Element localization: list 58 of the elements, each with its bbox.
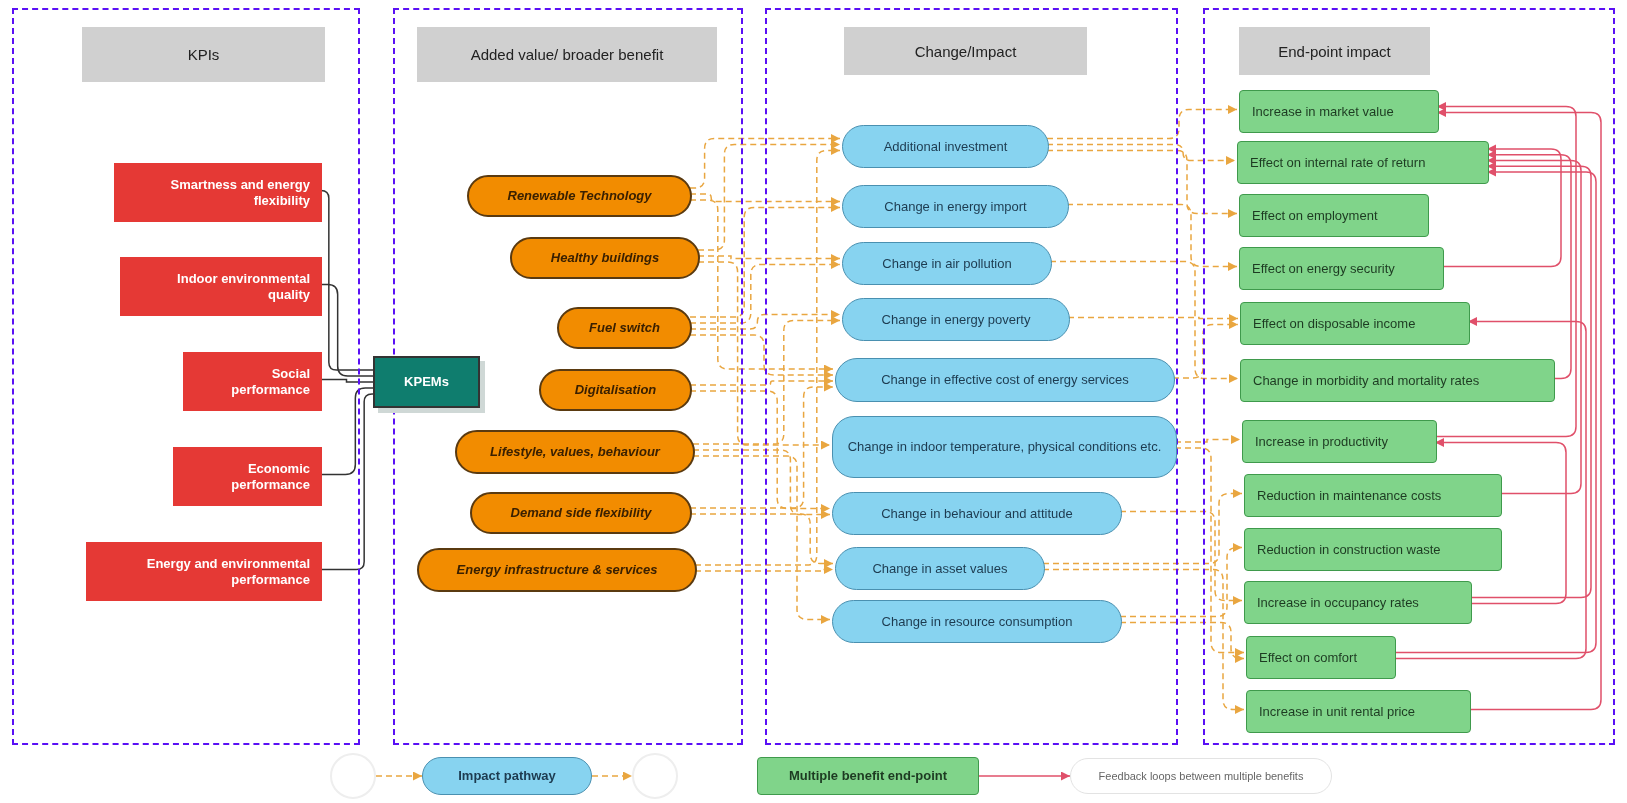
arrow — [375, 771, 423, 781]
impact-pill: Additional investment — [842, 125, 1049, 168]
end-point-box: Effect on energy security — [1239, 247, 1444, 290]
end-point-box: Increase in unit rental price — [1246, 690, 1471, 733]
arrow — [692, 316, 841, 445]
arrow — [1046, 149, 1238, 218]
end-point-box: Effect on comfort — [1246, 636, 1396, 679]
impact-pill: Change in indoor temperature, physical conditions etc. — [832, 416, 1177, 478]
end-point-box: Effect on employment — [1239, 194, 1429, 237]
end-point-box: Effect on disposable income — [1240, 302, 1470, 345]
arrow — [697, 140, 841, 251]
benefit-pill: Lifestyle, values, behaviour — [455, 430, 695, 474]
impact-pill: Change in behaviour and attitude — [832, 492, 1122, 535]
benefit-pill: Digitalisation — [539, 369, 692, 411]
impact-pill: Change in effective cost of energy services — [835, 358, 1175, 402]
arrow — [1046, 105, 1238, 140]
benefit-pill: Demand side flexibility — [470, 492, 692, 534]
column-panel — [1203, 8, 1615, 745]
impact-pill: Change in air pollution — [842, 242, 1052, 285]
benefit-pill: Energy infrastructure & services — [417, 548, 697, 592]
arrow — [689, 334, 834, 380]
end-point-box: Change in morbidity and mortality rates — [1240, 359, 1555, 402]
arrow — [689, 134, 841, 189]
column-panel — [765, 8, 1178, 745]
arrow — [978, 771, 1071, 781]
arrow — [1119, 543, 1243, 618]
legend-pill: Impact pathway — [422, 757, 592, 795]
kpi-box: Smartness and energy flexibility — [114, 163, 322, 222]
benefit-pill: Healthy buildings — [510, 237, 700, 279]
end-point-box: Reduction in construction waste — [1244, 528, 1502, 571]
benefit-pill: Renewable Technology — [467, 175, 692, 217]
column-panel — [393, 8, 743, 745]
column-heading: Added value/ broader benefit — [417, 27, 717, 82]
benefit-pill: Fuel switch — [557, 307, 692, 349]
column-heading: End-point impact — [1239, 27, 1430, 75]
kpi-box: Social performance — [183, 352, 322, 411]
arrow — [689, 203, 841, 318]
kpi-box: Indoor environmental quality — [120, 257, 322, 316]
impact-pill: Change in resource consumption — [832, 600, 1122, 643]
legend-note: Feedback loops between multiple benefits — [1070, 758, 1332, 794]
arrow — [1042, 489, 1243, 565]
end-point-box: Increase in market value — [1239, 90, 1439, 133]
impact-pill: Change in energy poverty — [842, 298, 1070, 341]
end-point-box: Increase in occupancy rates — [1244, 581, 1472, 624]
end-point-box: Reduction in maintenance costs — [1244, 474, 1502, 517]
impact-pill: Change in asset values — [835, 547, 1045, 590]
end-point-box: Increase in productivity — [1242, 420, 1437, 463]
legend-box: Multiple benefit end-point — [757, 757, 979, 795]
arrow — [591, 771, 633, 781]
column-heading: Change/Impact — [844, 27, 1087, 75]
kpi-box: Energy and environmental performance — [86, 542, 322, 601]
column-heading: KPIs — [82, 27, 325, 82]
column-panel — [12, 8, 360, 745]
legend-circle — [632, 753, 678, 799]
kpi-box: Economic performance — [173, 447, 322, 506]
legend-circle — [330, 753, 376, 799]
end-point-box: Effect on internal rate of return — [1237, 141, 1489, 184]
impact-pill: Change in energy import — [842, 185, 1069, 228]
